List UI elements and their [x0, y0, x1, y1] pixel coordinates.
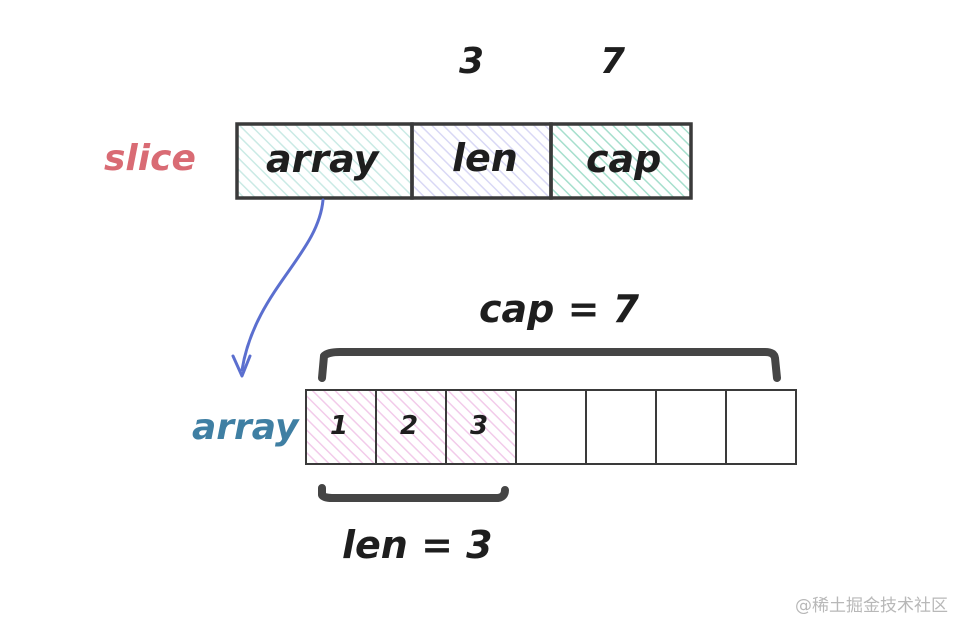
len-brace	[318, 484, 509, 502]
cap-annotation: cap = 7	[479, 287, 640, 331]
array-cell-5	[655, 389, 727, 465]
slice-field-len-box	[410, 122, 553, 200]
len-annotation: len = 3	[342, 523, 493, 567]
slice-field-cap-box	[549, 122, 693, 200]
array-cell-value-1: 2	[400, 411, 419, 441]
slice-field-array-box	[235, 122, 414, 200]
slice-field-len-label: len	[452, 136, 518, 180]
array-cell-4	[585, 389, 657, 465]
array-cells	[305, 389, 797, 465]
watermark: @稀土掘金技术社区	[795, 596, 948, 616]
slice-label: slice	[104, 138, 196, 179]
pointer-arrow	[231, 198, 325, 378]
slice-field-array-label: array	[266, 137, 379, 181]
slice-len-value: 3	[459, 41, 485, 82]
array-cell-3	[515, 389, 587, 465]
pointer-arrow-head	[231, 354, 252, 378]
array-cell-value-2: 3	[470, 411, 489, 441]
slice-struct	[235, 122, 693, 200]
array-cell-value-0: 1	[330, 411, 349, 441]
pointer-arrow-line	[240, 198, 325, 372]
array-label: array	[192, 407, 299, 448]
array-cell-2	[445, 389, 517, 465]
slice-field-cap-label: cap	[586, 137, 662, 181]
cap-brace	[318, 348, 781, 382]
slice-cap-value: 7	[600, 41, 626, 82]
array-cell-1	[375, 389, 447, 465]
array-cell-0	[305, 389, 377, 465]
array-cell-6	[725, 389, 797, 465]
